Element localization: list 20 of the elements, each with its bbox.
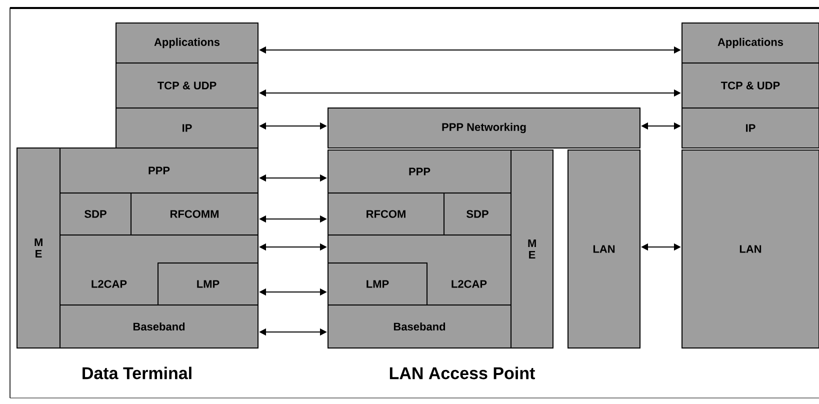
protocol-box: Applications <box>116 22 258 64</box>
protocol-box: SDP <box>444 192 512 236</box>
device-label: LAN Access Point <box>390 366 535 380</box>
protocol-box: LMP <box>158 262 258 306</box>
protocol-box: PPP Networking <box>328 108 640 148</box>
device-label: Data Terminal <box>82 366 192 380</box>
protocol-box: LAN <box>568 150 640 348</box>
protocol-box: TCP & UDP <box>682 62 819 108</box>
protocol-box: IP <box>116 108 258 148</box>
node-label: TCP & UDP <box>720 82 780 90</box>
protocol-box: TCP & UDP <box>116 62 258 108</box>
protocol-box: SDP <box>60 192 132 236</box>
protocol-box: Baseband <box>328 304 512 348</box>
node-label: IP <box>746 124 756 132</box>
protocol-box: RFCOM <box>328 192 444 236</box>
protocol-box: Applications <box>682 22 819 64</box>
protocol-box: RFCOMM <box>130 192 258 236</box>
protocol-box: IP <box>682 108 819 148</box>
protocol-box: LMP <box>328 262 428 306</box>
node-label: Applications <box>718 38 784 48</box>
